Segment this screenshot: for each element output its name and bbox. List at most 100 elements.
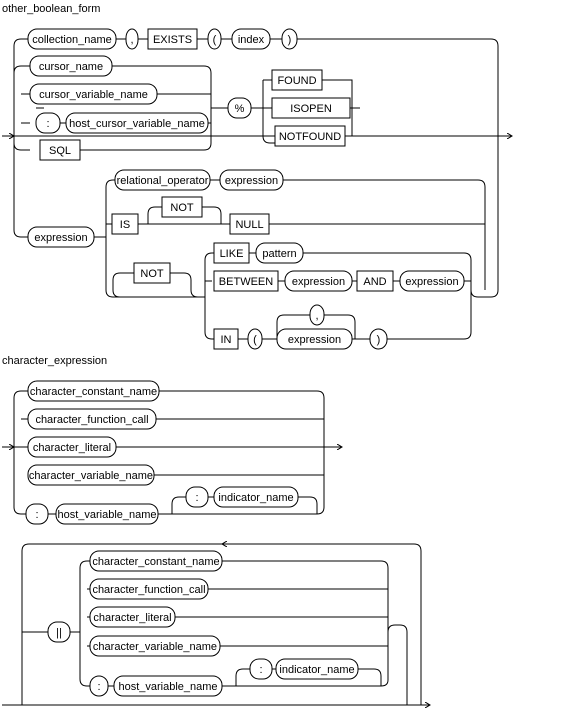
node-in-comma-label: , [315, 310, 318, 322]
node-expression-between-2-label: expression [405, 276, 458, 288]
node-is-label: IS [120, 219, 130, 231]
node-indicator-name-1-label: indicator_name [218, 492, 293, 504]
node-notfound-label: NOTFOUND [279, 131, 341, 143]
node-relational-operator-label: relational_operator [117, 175, 209, 187]
node-in-lparen-label: ( [253, 334, 257, 346]
node-sql-label: SQL [49, 145, 71, 157]
node-colon-host-cursor: : [35, 112, 61, 134]
node-indicator-name-2-label: indicator_name [279, 664, 354, 676]
node-cursor-name: cursor_name [29, 55, 113, 77]
node-pattern-label: pattern [262, 248, 296, 260]
node-host-cursor-variable-name: host_cursor_variable_name [65, 112, 209, 134]
node-found-label: FOUND [277, 75, 316, 87]
node-concat-label: || [56, 627, 62, 639]
node-expression-main-label: expression [34, 232, 87, 244]
node-lparen-label: ( [213, 34, 217, 46]
node-pattern: pattern [255, 242, 304, 264]
node-relational-operator: relational_operator [114, 169, 211, 191]
node-character-function-call-2: character_function_call [89, 578, 209, 600]
node-character-literal-1: character_literal [27, 436, 117, 458]
node-and: AND [356, 270, 394, 292]
node-character-variable-name-2: character_variable_name [89, 635, 221, 657]
node-character-literal-1-label: character_literal [33, 442, 111, 454]
node-expression-in: expression [276, 328, 353, 350]
node-expression-relop-label: expression [225, 175, 278, 187]
node-isopen: ISOPEN [271, 97, 351, 119]
node-cursor-variable-name: cursor_variable_name [29, 83, 158, 105]
node-character-literal-2-label: character_literal [93, 612, 171, 624]
node-host-variable-name-2-label: host_variable_name [118, 681, 217, 693]
node-expression-in-label: expression [288, 334, 341, 346]
node-expression-between-1: expression [284, 270, 353, 292]
node-character-constant-name-2-label: character_constant_name [92, 556, 219, 568]
node-percent: % [227, 97, 252, 119]
node-percent-label: % [235, 103, 245, 115]
node-like: LIKE [213, 242, 250, 264]
node-in-rparen-label: ) [377, 334, 381, 346]
node-not-pattern-label: NOT [140, 268, 164, 280]
node-not-is-label: NOT [170, 202, 194, 214]
node-isopen-label: ISOPEN [290, 103, 332, 115]
node-index: index [231, 28, 271, 50]
node-and-label: AND [363, 276, 386, 288]
node-in-comma: , [309, 304, 325, 326]
node-collection-name: collection_name [27, 28, 117, 50]
node-host-variable-name-1: host_variable_name [55, 503, 159, 525]
node-in-rparen: ) [369, 328, 388, 350]
node-between: BETWEEN [213, 270, 279, 292]
node-not-is: NOT [161, 196, 203, 218]
node-sql: SQL [39, 139, 81, 161]
node-between-label: BETWEEN [219, 276, 273, 288]
node-character-constant-name-2: character_constant_name [89, 550, 223, 572]
node-index-label: index [238, 34, 265, 46]
node-rparen-label: ) [288, 34, 292, 46]
node-exists-label: EXISTS [153, 34, 192, 46]
node-colon-host-var-2-label: : [97, 681, 100, 693]
heading-character-expression: character_expression [2, 355, 107, 367]
node-in-label: IN [221, 334, 232, 346]
node-notfound: NOTFOUND [274, 125, 346, 147]
node-expression-between-2: expression [399, 270, 465, 292]
node-colon-host-var-2: : [89, 675, 109, 697]
heading-other-boolean-form: other_boolean_form [2, 3, 100, 15]
node-host-cursor-variable-name-label: host_cursor_variable_name [69, 118, 205, 130]
node-expression-between-1-label: expression [292, 276, 345, 288]
node-colon-indicator-1-label: : [195, 492, 198, 504]
node-colon-host-var-1-label: : [35, 509, 38, 521]
node-cursor-name-label: cursor_name [39, 61, 103, 73]
node-expression-main: expression [27, 226, 95, 248]
node-colon-host-var-1: : [25, 503, 49, 525]
node-in: IN [213, 328, 239, 350]
node-lparen: ( [207, 28, 222, 50]
node-character-variable-name-2-label: character_variable_name [93, 641, 217, 653]
diagram-concatenation [2, 544, 430, 705]
node-is: IS [111, 213, 139, 235]
node-concat: || [47, 621, 71, 643]
node-character-constant-name-1: character_constant_name [27, 380, 160, 402]
node-indicator-name-2: indicator_name [275, 658, 359, 680]
node-collection-name-label: collection_name [32, 34, 112, 46]
node-character-constant-name-1-label: character_constant_name [30, 386, 157, 398]
node-rparen: ) [281, 28, 298, 50]
node-character-variable-name-1: character_variable_name [27, 464, 155, 486]
node-colon-host-cursor-label: : [46, 118, 49, 130]
node-colon-indicator-2: : [249, 658, 273, 680]
node-comma: , [125, 28, 139, 50]
node-in-lparen: ( [247, 328, 263, 350]
node-null-label: NULL [235, 219, 263, 231]
node-host-variable-name-2: host_variable_name [113, 675, 223, 697]
node-colon-indicator-2-label: : [259, 664, 262, 676]
node-not-pattern: NOT [133, 262, 171, 284]
node-expression-relop: expression [219, 169, 284, 191]
node-character-function-call-1: character_function_call [27, 408, 157, 430]
node-exists: EXISTS [147, 28, 198, 50]
node-null: NULL [229, 213, 270, 235]
node-comma-label: , [130, 34, 133, 46]
node-character-literal-2: character_literal [89, 606, 176, 628]
node-character-function-call-1-label: character_function_call [35, 414, 148, 426]
node-found: FOUND [271, 69, 323, 91]
node-indicator-name-1: indicator_name [213, 486, 299, 508]
node-character-function-call-2-label: character_function_call [92, 584, 205, 596]
diagram-other-boolean-form [2, 38, 512, 340]
